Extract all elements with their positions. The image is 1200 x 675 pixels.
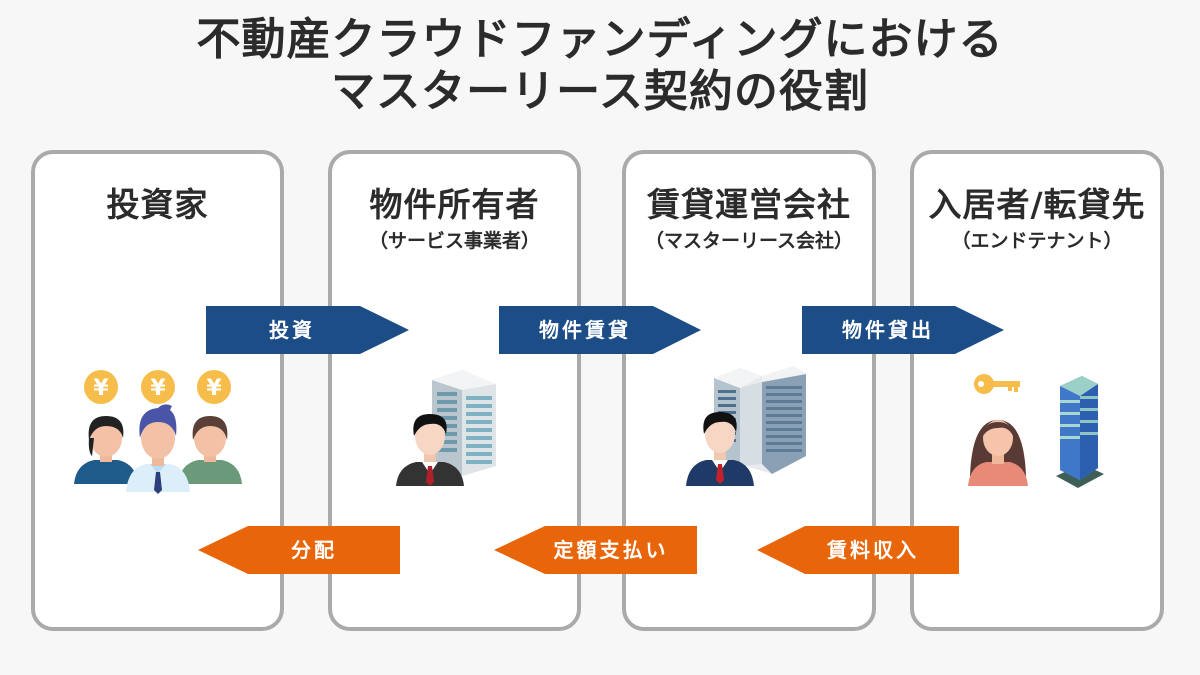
key-icon <box>974 374 1020 394</box>
owner-with-building-icon <box>392 366 510 490</box>
businessman-icon <box>396 414 464 486</box>
arrow-left-shape <box>198 526 400 574</box>
party-subtitle: （マスターリース会社） <box>644 230 854 252</box>
party-title: 賃貸運営会社 <box>647 185 851 224</box>
arrow-left-shape <box>494 526 697 574</box>
party-subtitle: （エンドテナント） <box>951 230 1123 252</box>
flow-label: 投資 <box>269 318 315 342</box>
apartment-building-icon <box>1056 376 1104 488</box>
woman-icon <box>968 420 1028 486</box>
person-icon <box>178 416 242 484</box>
page-title: 不動産クラウドファンディングにおける マスターリース契約の役割 <box>0 14 1200 118</box>
flow-arrow-property-lease: 物件賃貸 <box>499 306 701 354</box>
flow-label: 定額支払い <box>553 538 669 562</box>
flow-label: 物件貸出 <box>842 318 934 342</box>
svg-text:¥: ¥ <box>93 376 109 401</box>
yen-coin-icon: ¥ <box>197 370 231 404</box>
arrow-right-shape <box>499 306 701 354</box>
person-icon <box>74 416 138 484</box>
title-line-2: マスターリース契約の役割 <box>331 66 869 117</box>
yen-coin-icon: ¥ <box>141 370 175 404</box>
title-line-1: 不動産クラウドファンディングにおける <box>196 14 1004 65</box>
businessman-icon <box>686 412 754 486</box>
party-title: 物件所有者 <box>369 185 540 224</box>
investors-with-yen-coins-icon: ¥ ¥ ¥ <box>72 368 244 496</box>
flow-arrow-rent-income: 賃料収入 <box>757 526 959 574</box>
arrow-right-shape <box>206 306 409 354</box>
building-icon <box>432 370 496 476</box>
arrow-left-shape <box>757 526 959 574</box>
svg-text:¥: ¥ <box>206 376 222 401</box>
arrow-right-shape <box>802 306 1004 354</box>
yen-coin-icon: ¥ <box>84 370 118 404</box>
flow-label: 物件賃貸 <box>539 318 631 342</box>
flow-arrow-invest: 投資 <box>206 306 409 354</box>
flow-label: 賃料収入 <box>827 538 919 562</box>
flow-label: 分配 <box>291 538 337 562</box>
flow-arrow-fixed-payment: 定額支払い <box>494 526 697 574</box>
manager-with-office-building-icon <box>684 360 810 488</box>
tenant-with-key-and-apartment-icon <box>964 366 1114 490</box>
flow-arrow-property-sublease: 物件貸出 <box>802 306 1004 354</box>
flow-arrow-distribution: 分配 <box>198 526 400 574</box>
person-icon <box>126 404 190 494</box>
party-title: 入居者/転貸先 <box>928 185 1146 224</box>
party-title: 投資家 <box>106 185 209 224</box>
svg-text:¥: ¥ <box>150 376 166 401</box>
party-subtitle: （サービス事業者） <box>368 230 540 252</box>
